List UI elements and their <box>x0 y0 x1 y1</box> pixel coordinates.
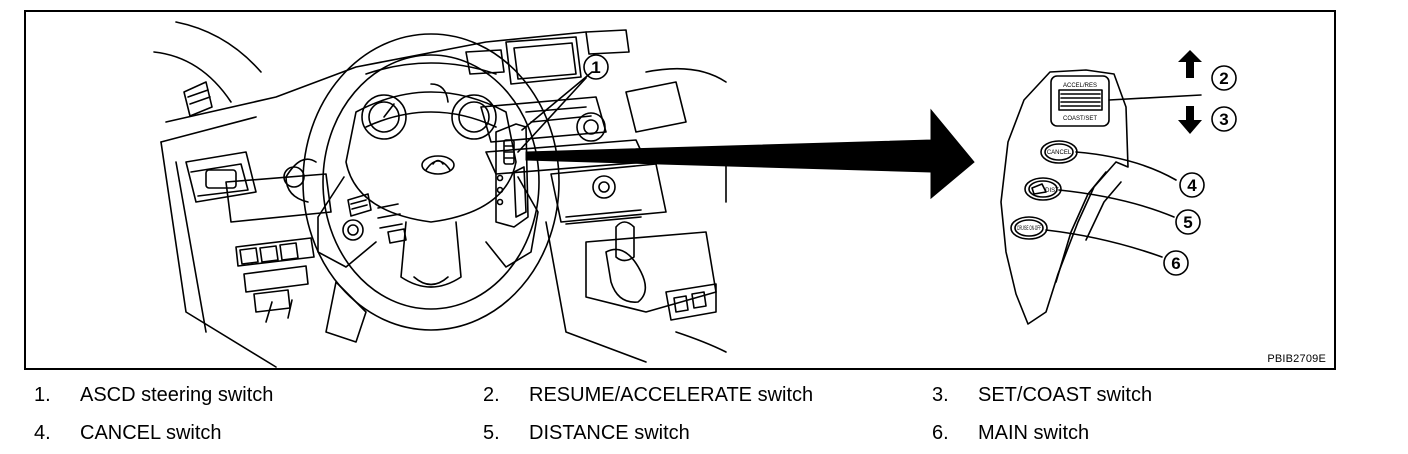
pointer-arrow <box>525 108 975 200</box>
dashboard-illustration <box>153 21 727 368</box>
arrow-up-icon <box>1178 50 1202 78</box>
callout-circle-6 <box>1163 250 1189 276</box>
callout-circle-5 <box>1175 209 1201 235</box>
legend-label: CANCEL switch <box>80 422 222 444</box>
legend-number: 2. <box>483 384 500 406</box>
legend-label: SET/COAST switch <box>978 384 1153 406</box>
legend-label: ASCD steering switch <box>80 384 274 406</box>
callout-num-5: 5 <box>1183 213 1192 232</box>
diagram-figure: 1 2 3 4 5 6 ACCEL/RES COAST/SET CANCEL D… <box>24 10 1336 370</box>
key-label-accel-res: ACCEL/RES <box>1063 83 1097 89</box>
distance-button-illustration <box>1024 177 1062 201</box>
callout-circle-1 <box>583 54 609 80</box>
callout-circle-2 <box>1211 65 1237 91</box>
legend-number: 5. <box>483 422 500 444</box>
legend: 1. ASCD steering switch 2. RESUME/ACCELE… <box>0 376 1408 454</box>
diagram-svg: 1 2 3 4 5 6 ACCEL/RES COAST/SET CANCEL D… <box>153 21 1237 368</box>
callout-5-leader <box>1058 189 1175 218</box>
legend-number: 4. <box>34 422 51 444</box>
legend-label: MAIN switch <box>978 422 1090 444</box>
callout-6-leader <box>1045 229 1163 258</box>
callout-num-1: 1 <box>591 58 600 77</box>
callout-num-6: 6 <box>1171 254 1180 273</box>
legend-number: 3. <box>932 384 949 406</box>
arrow-down-icon <box>1178 106 1202 134</box>
steering-wheel <box>302 33 560 331</box>
legend-label: DISTANCE switch <box>529 422 690 444</box>
ascd-switch-on-wheel <box>495 123 529 228</box>
callout-circle-4 <box>1179 172 1205 198</box>
callout-circle-3 <box>1211 106 1237 132</box>
key-label-coast-set: COAST/SET <box>1063 116 1097 122</box>
key-label-cruise: CRUISE ON·OFF <box>1017 226 1041 232</box>
legend-label: RESUME/ACCELERATE switch <box>529 384 814 406</box>
callout-num-3: 3 <box>1219 110 1228 129</box>
legend-number: 1. <box>34 384 51 406</box>
key-label-cancel: CANCEL <box>1047 150 1072 156</box>
callout-1-leader-2 <box>517 77 587 153</box>
switch-panel-illustration <box>1000 69 1129 325</box>
key-label-distance: DIST <box>1045 188 1059 194</box>
figure-code: PBIB2709E <box>1267 353 1326 365</box>
callout-1-leader <box>521 71 593 131</box>
accel-coast-switch <box>1050 75 1110 127</box>
callout-num-2: 2 <box>1219 69 1228 88</box>
callout-4-leader <box>1075 151 1177 181</box>
callout-num-4: 4 <box>1187 176 1197 195</box>
main-button-illustration <box>1010 216 1048 240</box>
callout-23-leader <box>1108 94 1202 101</box>
legend-number: 6. <box>932 422 949 444</box>
